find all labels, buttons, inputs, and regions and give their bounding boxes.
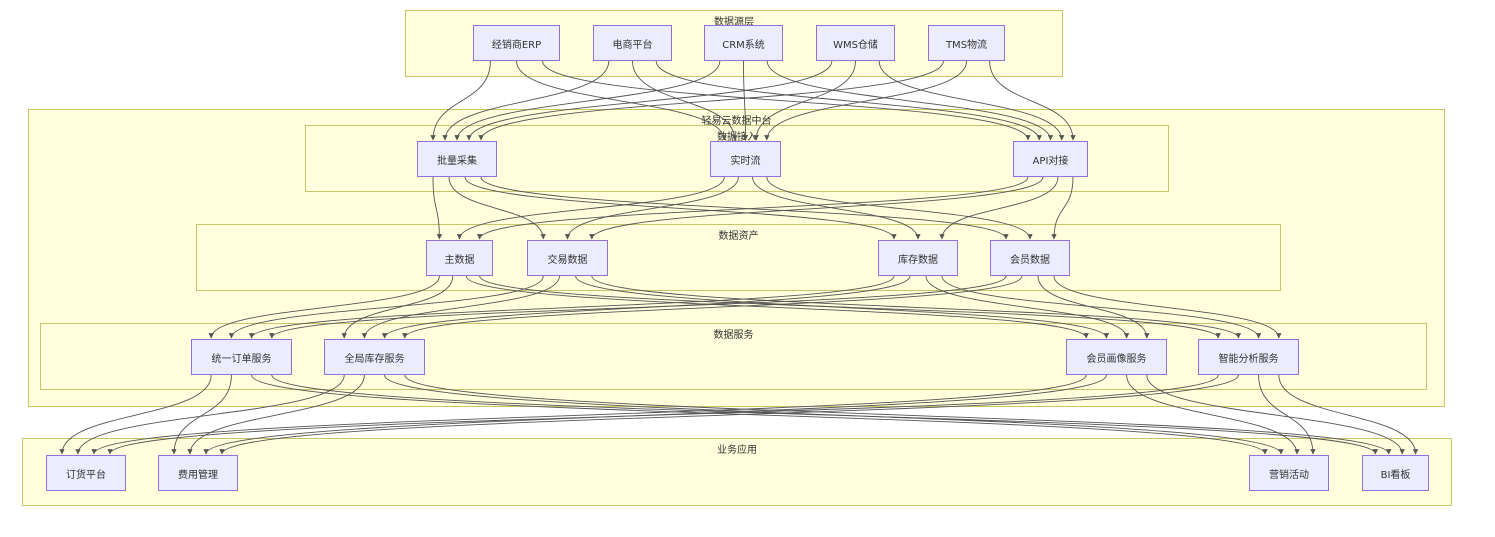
node-intelligent-analytics-service[interactable]: 智能分析服务	[1198, 339, 1299, 375]
node-crm-system[interactable]: CRM系统	[704, 25, 783, 61]
node-member-data[interactable]: 会员数据	[990, 240, 1070, 276]
node-ecommerce-platform[interactable]: 电商平台	[593, 25, 672, 61]
cluster-title-business-apps: 业务应用	[717, 445, 757, 456]
node-dealer-erp[interactable]: 经销商ERP	[473, 25, 560, 61]
node-label: 会员数据	[1010, 254, 1050, 266]
node-label: 订货平台	[66, 469, 106, 481]
node-wms-warehouse[interactable]: WMS仓储	[816, 25, 895, 61]
node-label: 实时流	[730, 155, 761, 167]
node-marketing-campaign[interactable]: 营销活动	[1249, 455, 1329, 491]
node-label: 库存数据	[898, 254, 938, 266]
node-master-data[interactable]: 主数据	[426, 240, 493, 276]
node-label: 主数据	[444, 254, 475, 266]
cluster-title-data-source-layer: 数据源层	[714, 17, 754, 28]
node-label: 费用管理	[178, 469, 218, 481]
cluster-title-data-assets: 数据资产	[718, 231, 759, 242]
node-label: 营销活动	[1269, 469, 1309, 481]
node-label: 统一订单服务	[211, 353, 272, 365]
node-label: API对接	[1032, 155, 1069, 167]
node-batch-collection[interactable]: 批量采集	[417, 141, 497, 177]
node-label: CRM系统	[722, 39, 765, 51]
node-realtime-stream[interactable]: 实时流	[710, 141, 781, 177]
node-label: 智能分析服务	[1218, 353, 1279, 365]
node-tms-logistics[interactable]: TMS物流	[928, 25, 1005, 61]
node-global-inventory-service[interactable]: 全局库存服务	[324, 339, 425, 375]
node-label: BI看板	[1380, 469, 1411, 481]
node-inventory-data[interactable]: 库存数据	[878, 240, 958, 276]
node-api-integration[interactable]: API对接	[1013, 141, 1088, 177]
node-label: 交易数据	[547, 254, 588, 266]
node-label: 全局库存服务	[344, 353, 405, 365]
node-label: WMS仓储	[833, 39, 878, 51]
node-ordering-platform[interactable]: 订货平台	[46, 455, 126, 491]
node-member-profile-service[interactable]: 会员画像服务	[1066, 339, 1167, 375]
node-label: 电商平台	[612, 39, 653, 51]
node-expense-management[interactable]: 费用管理	[158, 455, 238, 491]
node-transaction-data[interactable]: 交易数据	[527, 240, 608, 276]
node-bi-dashboard[interactable]: BI看板	[1362, 455, 1429, 491]
node-label: 会员画像服务	[1086, 353, 1147, 365]
node-label: 批量采集	[437, 155, 477, 167]
cluster-data-assets: 数据资产	[196, 224, 1281, 291]
node-label: 经销商ERP	[491, 39, 542, 51]
node-unified-order-service[interactable]: 统一订单服务	[191, 339, 292, 375]
node-label: TMS物流	[945, 39, 988, 51]
